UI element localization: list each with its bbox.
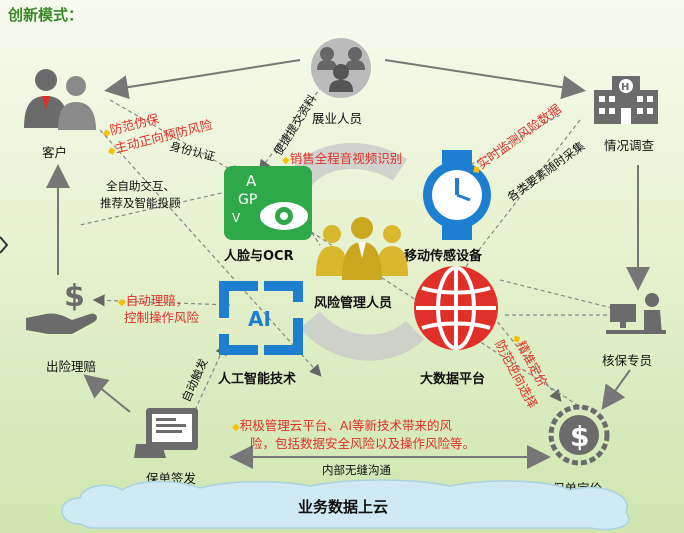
cloud-label: 业务数据上云 — [298, 498, 389, 516]
hand-dollar-icon: $ — [26, 279, 97, 334]
arrow-agent-survey — [384, 59, 586, 100]
bigdata-label: 大数据平台 — [420, 372, 486, 387]
cloud-ai-annotation-line1: ◆积极管理云平台、AI等新技术带来的风 — [232, 418, 452, 433]
issuance-icon — [134, 408, 198, 458]
face-ocr-label: 人脸与OCR — [224, 249, 294, 264]
customer-icon — [24, 69, 96, 130]
page-title: 创新模式： — [8, 6, 84, 24]
bullet-diamond-icon: ◆ — [282, 155, 290, 166]
svg-text:$: $ — [570, 420, 589, 453]
underwriter-icon — [606, 293, 666, 334]
cloud-ai-annotation-line2: 险，包括数据安全风险以及操作风险等。 — [250, 436, 476, 451]
agent-icon — [311, 38, 371, 98]
customer-label: 客户 — [42, 145, 68, 160]
risk-manager-label: 风险管理人员 — [314, 296, 393, 311]
sales-video-annotation: ◆销售全程音视频识别 — [282, 151, 403, 166]
left-edge-chevron-icon — [0, 236, 8, 254]
svg-text:AI: AI — [248, 307, 271, 331]
ai-label: 人工智能技术 — [218, 372, 297, 387]
arrow-issuance-claims — [83, 374, 131, 413]
ai-icon: AI — [219, 281, 303, 355]
recommend-annotation: 推荐及智能投顾 — [100, 196, 181, 210]
globe-icon — [414, 266, 498, 350]
auto-claim-annotation: ◆自动理赔， — [118, 293, 189, 308]
bullet-diamond-icon: ◆ — [118, 297, 126, 308]
underwriter-label: 核保专员 — [602, 353, 653, 368]
pricing-dollar-icon: $ — [548, 404, 610, 466]
self-service-annotation: 全自助交互、 — [106, 179, 175, 193]
claims-label: 出险理赔 — [46, 359, 97, 374]
svg-text:V: V — [232, 211, 241, 225]
control-op-annotation: 控制操作风险 — [124, 310, 200, 325]
cycle-arrow — [300, 310, 425, 361]
hospital-icon: H — [594, 76, 658, 124]
cloud-shape — [61, 479, 630, 531]
internal-annotation: 内部无缝沟通 — [322, 463, 391, 477]
bullet-diamond-icon: ◆ — [232, 422, 240, 433]
survey-label: 情况调查 — [604, 138, 655, 153]
arrow-agent-customer — [104, 59, 301, 100]
smartwatch-icon — [423, 150, 491, 240]
mobile-label: 移动传感设备 — [404, 249, 483, 264]
svg-text:$: $ — [64, 279, 85, 314]
svg-text:A: A — [246, 172, 257, 190]
agent-label: 展业人员 — [312, 111, 363, 126]
risk-team-icon — [316, 217, 408, 280]
arrow-underwriter-pricing — [601, 369, 631, 410]
face-ocr-icon: A GP V — [224, 166, 312, 240]
svg-text:H: H — [621, 82, 629, 93]
svg-text:GP: GP — [238, 192, 257, 208]
